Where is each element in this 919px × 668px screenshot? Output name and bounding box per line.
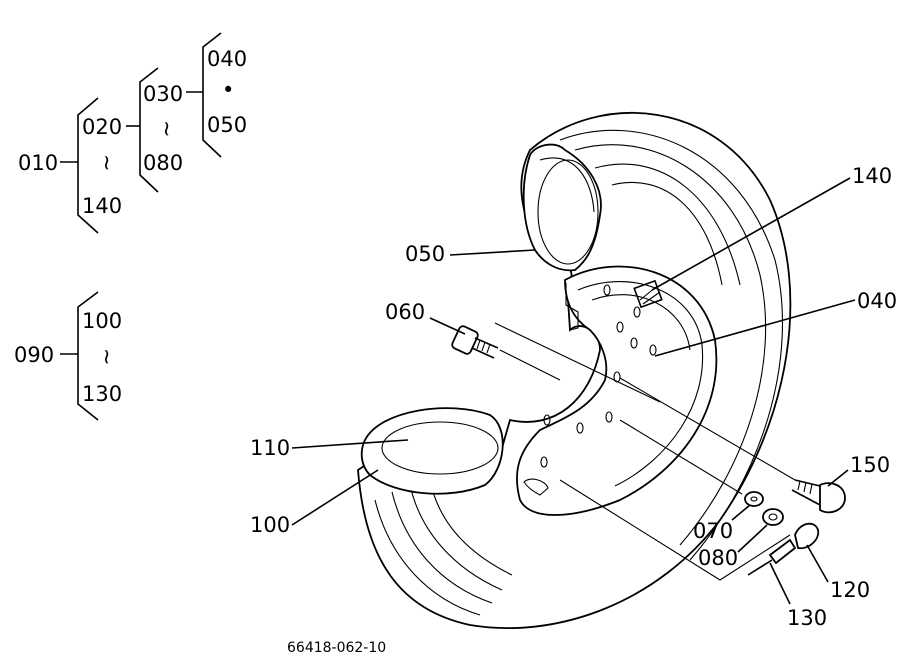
washer-070 [744,491,764,507]
callout-120: 120 [830,578,870,602]
wheel-illustration [357,112,846,629]
callout-050: 050 [405,242,445,266]
tree-label-140: 140 [82,194,122,218]
valve-cap-120 [794,522,820,550]
tree-dot: • [222,78,234,102]
tree-label-090: 090 [14,343,54,367]
tree-range-tilde-2: ~ [155,120,179,138]
callout-070: 070 [693,519,733,543]
tree-label-030: 030 [143,82,183,106]
callout-110: 110 [250,436,290,460]
tree-range-tilde-3: ~ [95,348,119,366]
callout-080: 080 [698,546,738,570]
valve-stem-130 [768,538,797,565]
tree-label-020: 020 [82,115,122,139]
bolt-150 [791,479,846,514]
callouts: 140 050 060 040 110 100 150 070 080 120 … [250,164,897,630]
tree-label-050: 050 [207,113,247,137]
tree-label-080: 080 [143,151,183,175]
callout-130: 130 [787,606,827,630]
assembly-tree: 010 020 ~ 140 030 ~ 080 040 • 050 090 10… [14,32,247,421]
nut-080 [762,508,784,526]
tree-label-100: 100 [82,309,122,333]
tree-label-040: 040 [207,47,247,71]
callout-040: 040 [857,289,897,313]
callout-150: 150 [850,453,890,477]
tree-label-010: 010 [18,151,58,175]
bolt-060 [451,325,561,381]
drawing-code: 66418-062-10 [287,640,386,656]
tree-label-130: 130 [82,382,122,406]
tree-range-tilde: ~ [95,154,119,172]
callout-060: 060 [385,300,425,324]
callout-140: 140 [852,164,892,188]
callout-100: 100 [250,513,290,537]
